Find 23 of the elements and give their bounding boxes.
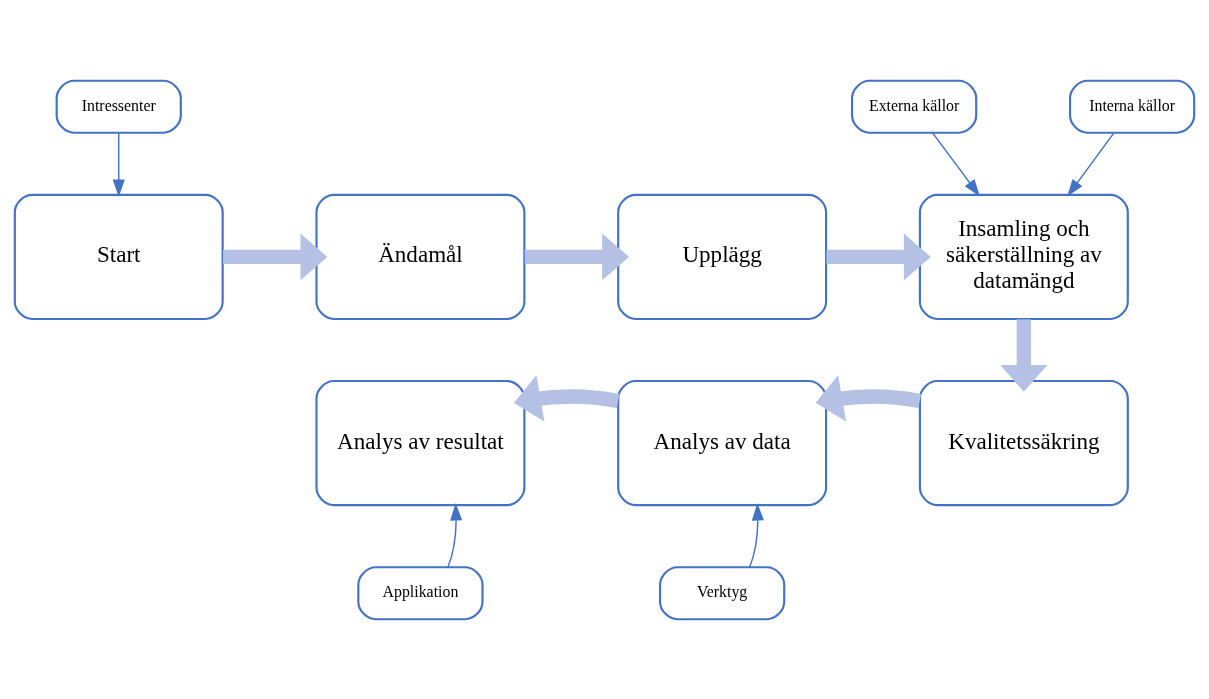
node-box: Kvalitetssäkring <box>918 379 1129 506</box>
node-box: Analys av resultat <box>315 379 526 506</box>
arrow <box>826 232 931 280</box>
arrow <box>1000 318 1048 392</box>
arrow <box>513 374 620 421</box>
arrow <box>815 374 921 421</box>
node-box: Externa källor <box>851 79 978 134</box>
arrow <box>447 502 463 568</box>
node-box: Start <box>13 193 224 320</box>
node-box: Interna källor <box>1068 79 1196 134</box>
arrow <box>1067 131 1115 196</box>
arrow <box>524 232 630 280</box>
node-box: Insamling och säkerställning av datamängd <box>918 193 1129 320</box>
node-box: Upplägg <box>617 193 828 320</box>
arrow <box>112 131 125 197</box>
node-box: Applikation <box>357 565 484 620</box>
arrow <box>223 232 328 280</box>
arrow <box>932 131 980 196</box>
node-box: Ändamål <box>315 193 526 320</box>
node-box: Analys av data <box>617 379 828 506</box>
node-box: Intressenter <box>55 79 182 134</box>
arrow <box>748 502 764 568</box>
node-box: Verktyg <box>659 565 786 620</box>
